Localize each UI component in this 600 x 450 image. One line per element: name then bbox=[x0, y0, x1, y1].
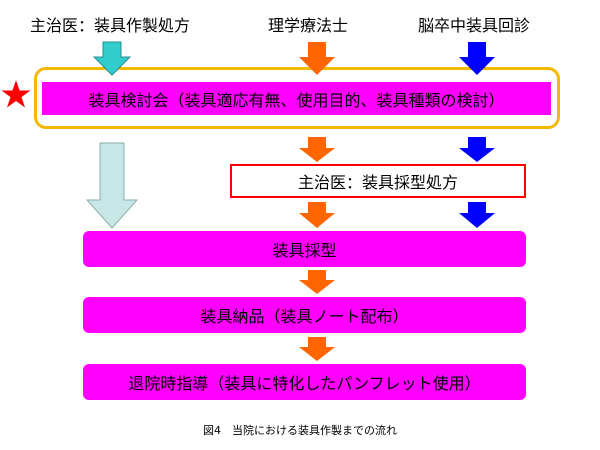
figure-caption: 図4 当院における装具作製までの流れ bbox=[203, 424, 397, 437]
arrow-review-to-molding bbox=[85, 142, 139, 229]
step-review-label: 装具検討会（装具適応有無、使用目的、装具種類の検討） bbox=[88, 90, 505, 110]
arrow-review-to-prescription-orange bbox=[299, 137, 335, 162]
arrow-prescription-to-molding-blue bbox=[459, 202, 495, 228]
arrow-therapist-to-review bbox=[299, 42, 335, 75]
step-prescription: 主治医：装具採型処方 bbox=[230, 164, 526, 198]
arrow-clinic-to-review bbox=[459, 42, 495, 75]
step-review: 装具検討会（装具適応有無、使用目的、装具種類の検討） bbox=[42, 82, 551, 115]
step-molding-label: 装具採型 bbox=[272, 241, 337, 260]
arrow-review-to-prescription-blue bbox=[459, 137, 495, 162]
arrow-prescription-to-molding-orange bbox=[299, 202, 335, 228]
header-doctor: 主治医：装具作製処方 bbox=[30, 16, 191, 35]
step-molding: 装具採型 bbox=[83, 231, 526, 267]
step-delivery-label: 装具納品（装具ノート配布） bbox=[200, 307, 409, 326]
arrow-molding-to-delivery bbox=[299, 270, 335, 294]
header-therapist: 理学療法士 bbox=[268, 16, 349, 35]
step-discharge-label: 退院時指導（装具に特化したパンフレット使用） bbox=[128, 374, 481, 393]
step-prescription-label: 主治医：装具採型処方 bbox=[297, 173, 458, 192]
review-frame bbox=[34, 67, 560, 129]
arrow-doctor-to-review bbox=[92, 41, 132, 76]
step-discharge: 退院時指導（装具に特化したパンフレット使用） bbox=[83, 364, 526, 400]
star-icon bbox=[1, 80, 31, 108]
arrow-delivery-to-discharge bbox=[299, 337, 335, 361]
header-clinic: 脳卒中装具回診 bbox=[418, 16, 531, 35]
step-delivery: 装具納品（装具ノート配布） bbox=[83, 297, 526, 333]
